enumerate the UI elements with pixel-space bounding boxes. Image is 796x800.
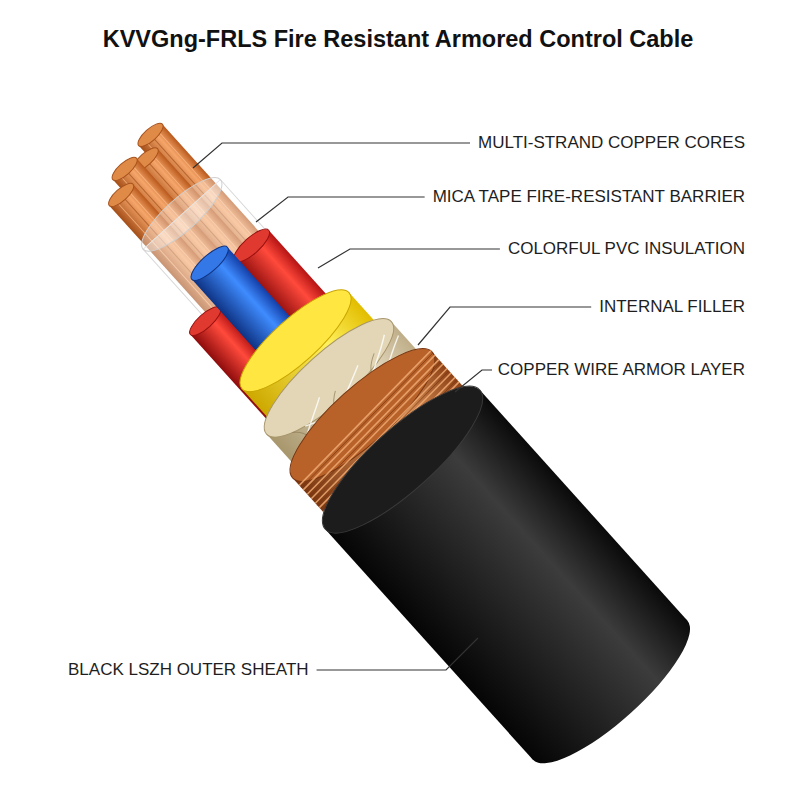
part-label: COLORFUL PVC INSULATION <box>508 239 745 259</box>
leader-line <box>418 307 591 345</box>
part-label: COPPER WIRE ARMOR LAYER <box>498 360 745 380</box>
leader-line <box>455 370 492 392</box>
leader-line <box>318 249 500 268</box>
leader-line <box>256 197 425 222</box>
leader-lines <box>193 143 591 670</box>
part-label: INTERNAL FILLER <box>599 297 745 317</box>
part-label: MICA TAPE FIRE-RESISTANT BARRIER <box>433 187 745 207</box>
diagram-title: KVVGng-FRLS Fire Resistant Armored Contr… <box>0 26 796 53</box>
part-label: MULTI-STRAND COPPER CORES <box>478 133 745 153</box>
part-label: BLACK LSZH OUTER SHEATH <box>68 660 309 680</box>
outer-sheath <box>305 367 708 783</box>
leader-line <box>317 638 478 670</box>
leader-line <box>193 143 470 168</box>
